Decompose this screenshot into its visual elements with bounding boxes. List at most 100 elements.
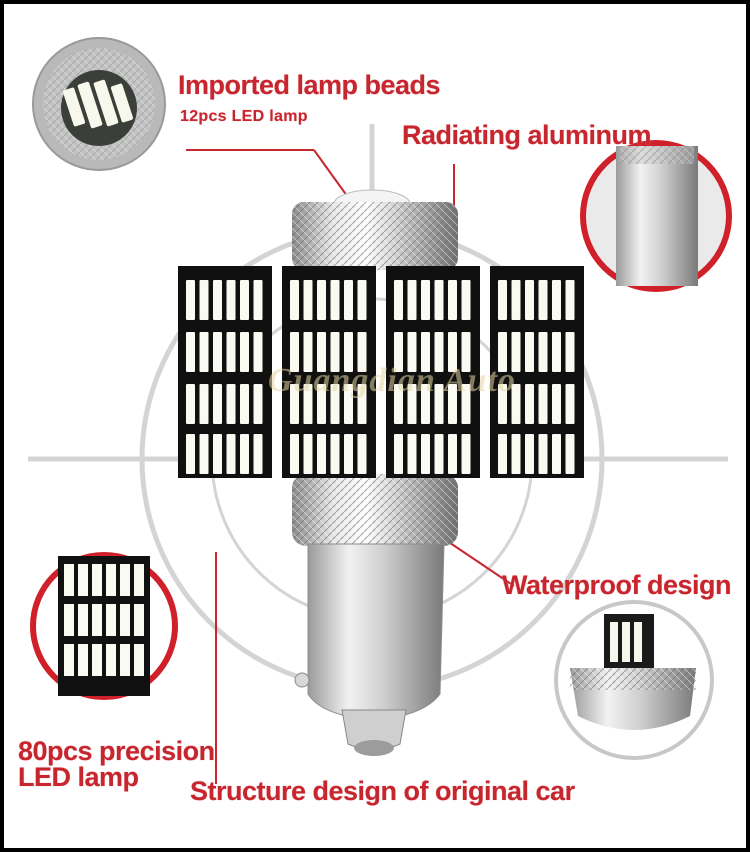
led-chip	[199, 280, 209, 320]
waterproof-base-closeup	[554, 600, 714, 760]
led-chip	[538, 434, 548, 474]
led-chip	[253, 434, 263, 474]
led-chip	[538, 332, 548, 372]
lower-heatsink	[292, 474, 458, 546]
led-chip	[344, 434, 353, 474]
led-chip	[448, 280, 457, 320]
imported-lamp-beads-label: Imported lamp beads	[178, 70, 441, 100]
led-chip	[199, 384, 209, 424]
led-chip	[253, 280, 263, 320]
led-chip	[565, 384, 575, 424]
led-chip	[421, 332, 430, 372]
led-chip	[213, 280, 222, 320]
led-panel-group	[178, 266, 584, 478]
led-chip	[448, 434, 457, 474]
led-chip	[357, 280, 367, 320]
led-chip	[421, 384, 430, 424]
led-chip	[498, 434, 507, 474]
closeup-led-chip	[78, 564, 88, 596]
led-chip	[565, 332, 575, 372]
led-chip-array-closeup	[30, 552, 178, 700]
led-chip	[330, 280, 340, 320]
led-chip	[511, 384, 521, 424]
closeup-led-chip	[120, 604, 130, 636]
led-chip	[552, 332, 561, 372]
led-chip	[213, 332, 222, 372]
led-chip	[434, 280, 444, 320]
led-chip	[303, 434, 313, 474]
led-chip	[344, 384, 353, 424]
closeup-led-chip	[92, 604, 102, 636]
led-chip	[407, 434, 417, 474]
led-chip	[407, 332, 417, 372]
led-chip	[199, 332, 209, 372]
led-chip	[240, 332, 249, 372]
closeup-led-chip	[134, 604, 144, 636]
led-chip	[357, 332, 367, 372]
watermark: Guangdian Auto	[268, 362, 516, 399]
led-chip	[199, 434, 209, 474]
closeup-led-chip	[134, 564, 144, 596]
led-chip	[498, 384, 507, 424]
led-chip	[394, 280, 403, 320]
led-chip	[317, 280, 326, 320]
precision-led-line1: 80pcs precision	[18, 736, 215, 766]
led-chip	[434, 384, 444, 424]
closeup-led-chip	[78, 604, 88, 636]
led-chip	[186, 384, 195, 424]
structure-design-label: Structure design of original car	[190, 776, 575, 806]
closeup-led-chip	[106, 644, 116, 676]
led-chip	[226, 434, 236, 474]
lamp-beads-closeup	[32, 37, 166, 171]
led-chip	[357, 434, 367, 474]
upper-heatsink	[292, 202, 458, 270]
closeup-led-chip	[92, 644, 102, 676]
led-chip	[394, 384, 403, 424]
led-chip	[448, 332, 457, 372]
closeup-led-chip	[64, 644, 74, 676]
led-chip	[253, 332, 263, 372]
led-chip	[303, 384, 313, 424]
led-chip	[240, 280, 249, 320]
led-chip	[461, 384, 471, 424]
led-chip	[303, 280, 313, 320]
led-chip	[525, 280, 534, 320]
led-count-label: 12pcs LED lamp	[180, 108, 308, 125]
bulb-illustration	[28, 37, 732, 784]
led-chip	[357, 384, 367, 424]
led-chip	[565, 434, 575, 474]
led-chip	[552, 434, 561, 474]
led-chip	[552, 280, 561, 320]
waterproof-design-label: Waterproof design	[502, 570, 732, 600]
led-chip	[421, 280, 430, 320]
closeup-led-chip	[106, 564, 116, 596]
closeup-led-chip	[64, 604, 74, 636]
led-chip	[525, 384, 534, 424]
aluminum-heatsink-closeup	[580, 140, 732, 292]
led-chip	[407, 280, 417, 320]
led-chip	[330, 332, 340, 372]
bulb-base	[294, 543, 445, 756]
led-chip	[511, 280, 521, 320]
led-chip	[330, 384, 340, 424]
precision-led-label: 80pcs precision LED lamp	[18, 736, 215, 791]
led-chip	[538, 280, 548, 320]
led-chip	[317, 384, 326, 424]
led-chip	[511, 434, 521, 474]
led-chip	[344, 332, 353, 372]
led-chip	[213, 384, 222, 424]
led-chip	[290, 384, 299, 424]
led-chip	[434, 332, 444, 372]
led-chip	[525, 332, 534, 372]
led-chip	[290, 434, 299, 474]
led-chip	[226, 332, 236, 372]
led-chip	[461, 332, 471, 372]
led-chip	[394, 434, 403, 474]
led-chip	[538, 384, 548, 424]
led-chip	[552, 384, 561, 424]
led-chip	[498, 332, 507, 372]
led-chip	[186, 280, 195, 320]
led-chip	[498, 280, 507, 320]
closeup-led-chip	[64, 564, 74, 596]
led-chip	[434, 434, 444, 474]
